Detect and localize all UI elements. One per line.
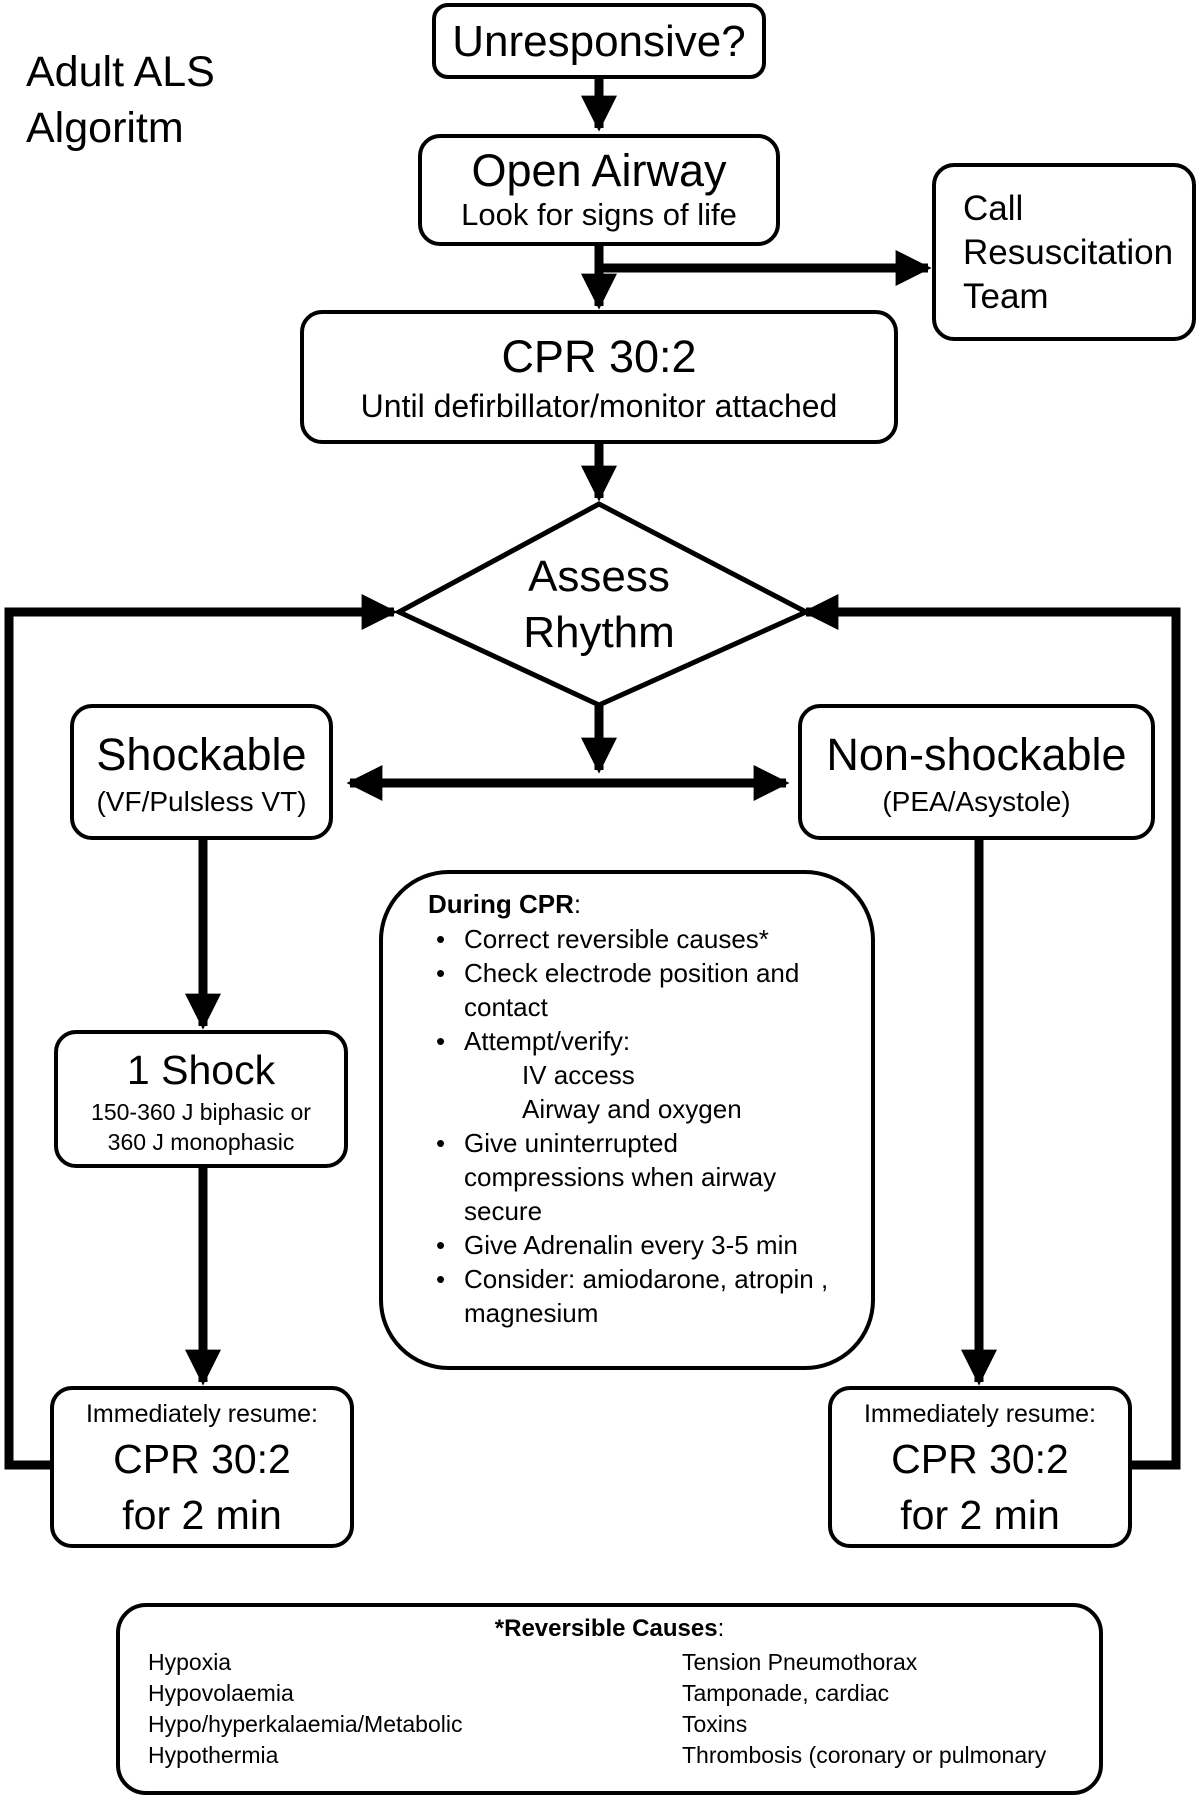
- cause-item: Thrombosis (coronary or pulmonary: [682, 1742, 1047, 1768]
- reversible-causes-box: *Reversible Causes: Hypoxia Hypovolaemia…: [116, 1603, 1103, 1795]
- shock-box: 1 Shock 150-360 J biphasic or 360 J mono…: [54, 1030, 348, 1168]
- resume-right-line-1: CPR 30:2: [891, 1435, 1069, 1482]
- cause-item: Toxins: [682, 1711, 748, 1737]
- non-shockable-title: Non-shockable: [826, 729, 1127, 780]
- during-cpr-heading-text: During CPR: [428, 889, 574, 919]
- during-cpr-heading: During CPR:: [428, 886, 871, 922]
- during-cpr-item: Consider: amiodarone, atropin ,: [428, 1262, 871, 1296]
- cause-item: Hypothermia: [148, 1742, 279, 1768]
- assess-rhythm-diamond: [393, 501, 812, 708]
- during-cpr-box: During CPR: Correct reversible causes* C…: [379, 870, 875, 1370]
- resume-right-box: Immediately resume: CPR 30:2 for 2 min: [828, 1386, 1132, 1548]
- cause-item: Tamponade, cardiac: [682, 1680, 890, 1706]
- reversible-causes-heading-text: *Reversible Causes: [494, 1615, 718, 1642]
- cause-item: Hypo/hyperkalaemia/Metabolic: [148, 1711, 463, 1737]
- reversible-causes-heading-suffix: :: [717, 1615, 725, 1642]
- shock-sub-2: 360 J monophasic: [107, 1128, 295, 1155]
- cause-item: Tension Pneumothorax: [682, 1649, 918, 1675]
- open-airway-title: Open Airway: [471, 145, 727, 196]
- during-cpr-heading-suffix: :: [573, 889, 582, 919]
- cpr-initial-sub: Until defirbillator/monitor attached: [360, 388, 838, 425]
- call-team-box: Call Resuscitation Team: [932, 163, 1196, 341]
- shockable-sub: (VF/Pulsless VT): [96, 786, 307, 818]
- assess-rhythm-label: Assess Rhythm: [459, 549, 739, 661]
- during-cpr-item: Airway and oxygen: [522, 1094, 742, 1124]
- during-cpr-item: Give uninterrupted: [428, 1126, 871, 1160]
- unresponsive-label: Unresponsive?: [452, 17, 746, 66]
- loop-left: [4, 594, 398, 1470]
- diagram-title: Adult ALS Algoritm: [26, 44, 215, 156]
- causes-left-column: Hypoxia Hypovolaemia Hypo/hyperkalaemia/…: [148, 1647, 463, 1771]
- shock-title: 1 Shock: [126, 1047, 276, 1093]
- resume-right-line-2: for 2 min: [900, 1491, 1060, 1538]
- cause-item: Hypovolaemia: [148, 1680, 294, 1706]
- during-cpr-item: IV access: [522, 1060, 635, 1090]
- cpr-initial-box: CPR 30:2 Until defirbillator/monitor att…: [300, 310, 898, 444]
- during-cpr-item: contact: [464, 992, 548, 1022]
- resume-left-box: Immediately resume: CPR 30:2 for 2 min: [50, 1386, 354, 1548]
- shock-sub-1: 150-360 J biphasic or: [91, 1098, 311, 1125]
- unresponsive-box: Unresponsive?: [432, 3, 766, 79]
- reversible-causes-heading: *Reversible Causes:: [120, 1613, 1099, 1645]
- resume-right-top: Immediately resume:: [863, 1400, 1097, 1428]
- during-cpr-item: magnesium: [464, 1298, 599, 1328]
- during-cpr-item: secure: [464, 1196, 543, 1226]
- during-cpr-item: Check electrode position and: [428, 956, 871, 990]
- shockable-box: Shockable (VF/Pulsless VT): [70, 704, 333, 840]
- causes-right-column: Tension Pneumothorax Tamponade, cardiac …: [682, 1647, 1046, 1771]
- during-cpr-item: compressions when airway: [464, 1162, 777, 1192]
- non-shockable-box: Non-shockable (PEA/Asystole): [798, 704, 1155, 840]
- resume-left-top: Immediately resume:: [85, 1400, 319, 1428]
- resume-left-line-1: CPR 30:2: [113, 1435, 291, 1482]
- resume-left-line-2: for 2 min: [122, 1491, 282, 1538]
- open-airway-sub: Look for signs of life: [461, 197, 737, 233]
- title-line-1: Adult ALS: [26, 48, 215, 96]
- call-team-line-3: Team: [963, 277, 1049, 316]
- call-team-line-1: Call: [963, 189, 1024, 228]
- during-cpr-item: Attempt/verify:: [428, 1024, 871, 1058]
- cpr-initial-title: CPR 30:2: [501, 331, 697, 382]
- assess-line-1: Assess: [528, 552, 670, 601]
- during-cpr-item: Give Adrenalin every 3-5 min: [428, 1228, 871, 1262]
- call-team-line-2: Resuscitation: [963, 233, 1174, 272]
- cause-item: Hypoxia: [148, 1649, 232, 1675]
- during-cpr-item: Correct reversible causes*: [428, 922, 871, 956]
- shockable-title: Shockable: [96, 729, 307, 780]
- during-cpr-list: Correct reversible causes* Check electro…: [428, 922, 871, 1330]
- open-airway-box: Open Airway Look for signs of life: [418, 134, 780, 246]
- assess-line-2: Rhythm: [523, 608, 675, 657]
- non-shockable-sub: (PEA/Asystole): [882, 786, 1071, 818]
- title-line-2: Algoritm: [26, 104, 184, 152]
